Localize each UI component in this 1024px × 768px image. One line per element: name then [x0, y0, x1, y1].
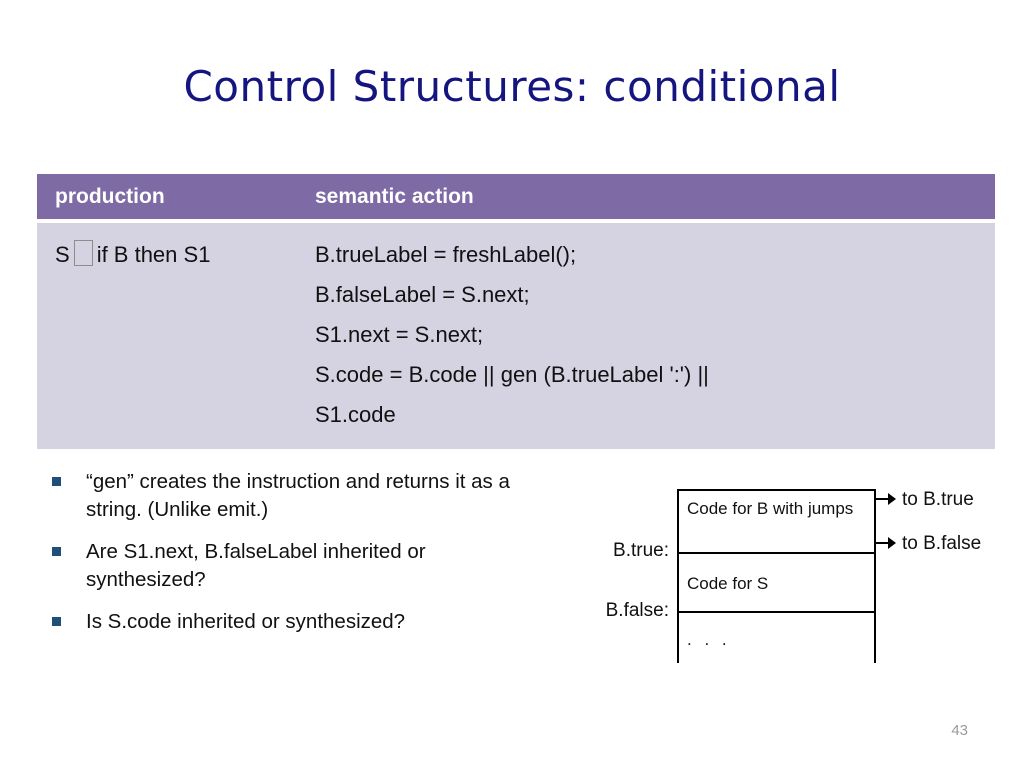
cell-semantic-action: B.trueLabel = freshLabel(); B.falseLabel… [297, 223, 995, 449]
production-suffix: if B then S1 [96, 242, 211, 267]
table-header-semantic-action: semantic action [297, 174, 995, 219]
diagram-box: Code for B with jumps Code for S . . . [677, 489, 876, 663]
bullet-square-icon [52, 547, 61, 556]
semantic-action-line: S1.next = S.next; [315, 322, 484, 347]
semantic-action-line: S.code = B.code || gen (B.trueLabel ':')… [315, 362, 709, 387]
table-header-gap [37, 219, 995, 223]
list-item: Are S1.next, B.falseLabel inherited or s… [52, 538, 522, 594]
diagram-label-b-true: B.true: [613, 540, 669, 561]
diagram-segment-code-for-s: Code for S [679, 554, 874, 613]
missing-glyph-box-icon [73, 240, 93, 266]
arrow-head [888, 537, 896, 549]
arrow-shaft [876, 498, 890, 500]
semantic-action-line: B.falseLabel = S.next; [315, 282, 530, 307]
table-header-row: production semantic action [37, 174, 995, 219]
table-header-gap-right [297, 219, 995, 223]
arrow-to-b-false-icon [876, 537, 896, 549]
list-item: “gen” creates the instruction and return… [52, 468, 522, 524]
bullet-square-icon [52, 617, 61, 626]
table-header-production: production [37, 174, 297, 219]
notes-bullet-list: “gen” creates the instruction and return… [52, 468, 522, 650]
code-layout-diagram: B.true: B.false: Code for B with jumps C… [580, 470, 1010, 670]
page-title: Control Structures: conditional [183, 62, 841, 111]
list-item-label: “gen” creates the instruction and return… [86, 470, 510, 521]
list-item-label: Is S.code inherited or synthesized? [86, 610, 406, 633]
diagram-segment-ellipsis: . . . [687, 630, 731, 649]
page-number: 43 [951, 722, 968, 739]
arrow-shaft [876, 542, 890, 544]
production-prefix: S [55, 242, 70, 267]
arrow-label-to-b-true: to B.true [902, 489, 974, 510]
diagram-label-b-false: B.false: [605, 600, 669, 621]
arrow-head [888, 493, 896, 505]
arrow-label-to-b-false: to B.false [902, 533, 982, 554]
semantic-action-line: B.trueLabel = freshLabel(); [315, 242, 577, 267]
diagram-segment-code-for-b: Code for B with jumps [679, 491, 874, 554]
table-header-gap-left [37, 219, 297, 223]
list-item-label: Are S1.next, B.falseLabel inherited or s… [86, 540, 426, 591]
semantic-action-line: S1.code [315, 402, 396, 427]
list-item: Is S.code inherited or synthesized? [52, 608, 522, 636]
bullet-square-icon [52, 477, 61, 486]
arrow-to-b-true-icon [876, 493, 896, 505]
